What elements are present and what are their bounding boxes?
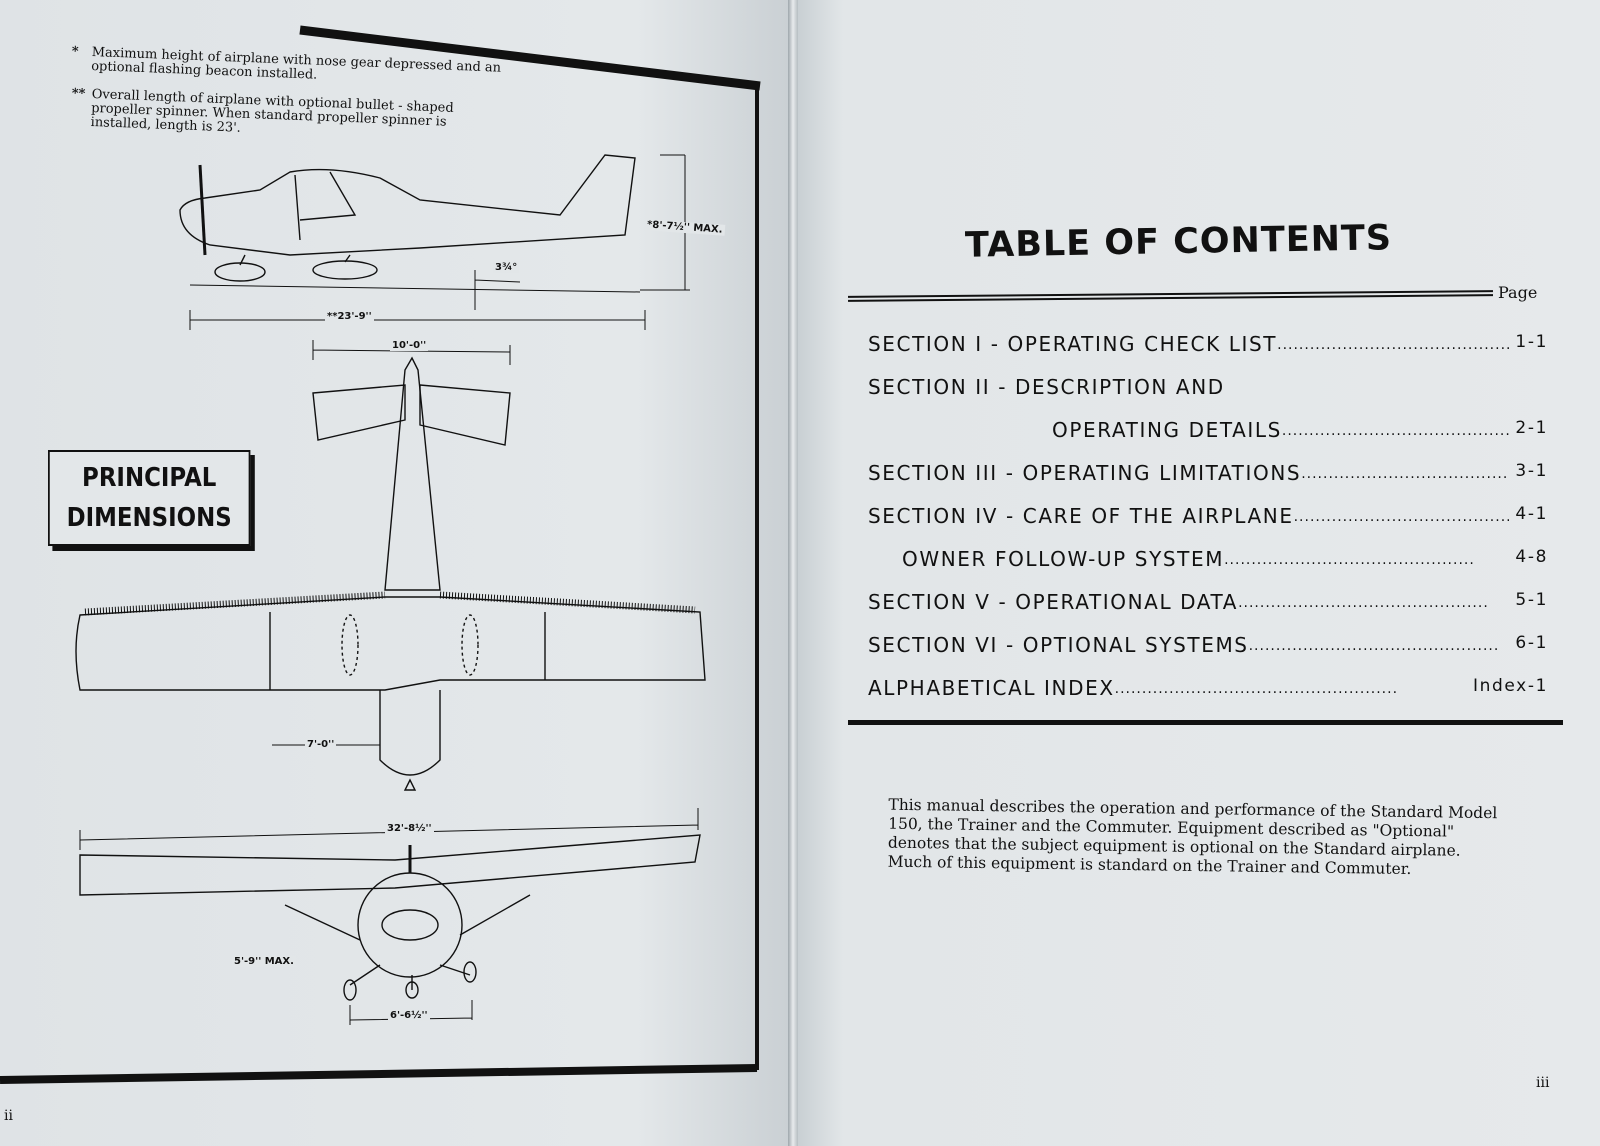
toc-entry[interactable]: OPERATING DETAILS.......................…: [1052, 418, 1548, 442]
side-view-airplane: [179, 154, 690, 330]
toc-title: TABLE OF CONTENTS: [964, 218, 1393, 266]
dim-angle: 3¾°: [493, 262, 520, 273]
dim-length: **23'-9'': [325, 311, 374, 322]
box-title-line1: PRINCIPAL: [82, 463, 217, 493]
left-page: [0, 0, 795, 1146]
front-view-airplane: [79, 808, 701, 1025]
dim-front-height: 5'-9'' MAX.: [232, 956, 296, 967]
toc-entry[interactable]: SECTION I - OPERATING CHECK LIST........…: [868, 332, 1548, 356]
toc-entry[interactable]: SECTION IV - CARE OF THE AIRPLANE.......…: [868, 504, 1548, 528]
page-frame: [0, 25, 761, 1084]
toc-entry[interactable]: SECTION VI - OPTIONAL SYSTEMS...........…: [868, 633, 1548, 657]
box-title-line2: DIMENSIONS: [66, 503, 232, 533]
left-folio: ii: [4, 1108, 13, 1124]
book-spine: [788, 0, 798, 1146]
toc-bottom-rule: [848, 720, 1563, 725]
toc-entry[interactable]: OWNER FOLLOW-UP SYSTEM..................…: [902, 547, 1548, 571]
dim-wheel-offset: 7'-0'': [305, 739, 337, 750]
right-folio: iii: [1536, 1075, 1550, 1091]
right-page: [795, 0, 1600, 1146]
toc-entry[interactable]: SECTION III - OPERATING LIMITATIONS.....…: [868, 461, 1548, 485]
page-column-label: Page: [1498, 283, 1538, 302]
dim-wing-span: 32'-8½'': [385, 823, 434, 834]
left-page-drawings: [0, 25, 761, 1084]
top-view-airplane: [75, 340, 706, 791]
toc-entry[interactable]: ALPHABETICAL INDEX......................…: [868, 676, 1548, 700]
principal-dimensions-box: PRINCIPAL DIMENSIONS: [48, 450, 251, 546]
manual-description: This manual describes the operation and …: [887, 795, 1498, 878]
dim-stabilizer-span: 10'-0'': [390, 340, 429, 351]
toc-entry[interactable]: SECTION II - DESCRIPTION AND: [868, 375, 1225, 399]
dim-gear-track: 6'-6½'': [388, 1010, 430, 1021]
toc-entry[interactable]: SECTION V - OPERATIONAL DATA............…: [868, 590, 1548, 614]
